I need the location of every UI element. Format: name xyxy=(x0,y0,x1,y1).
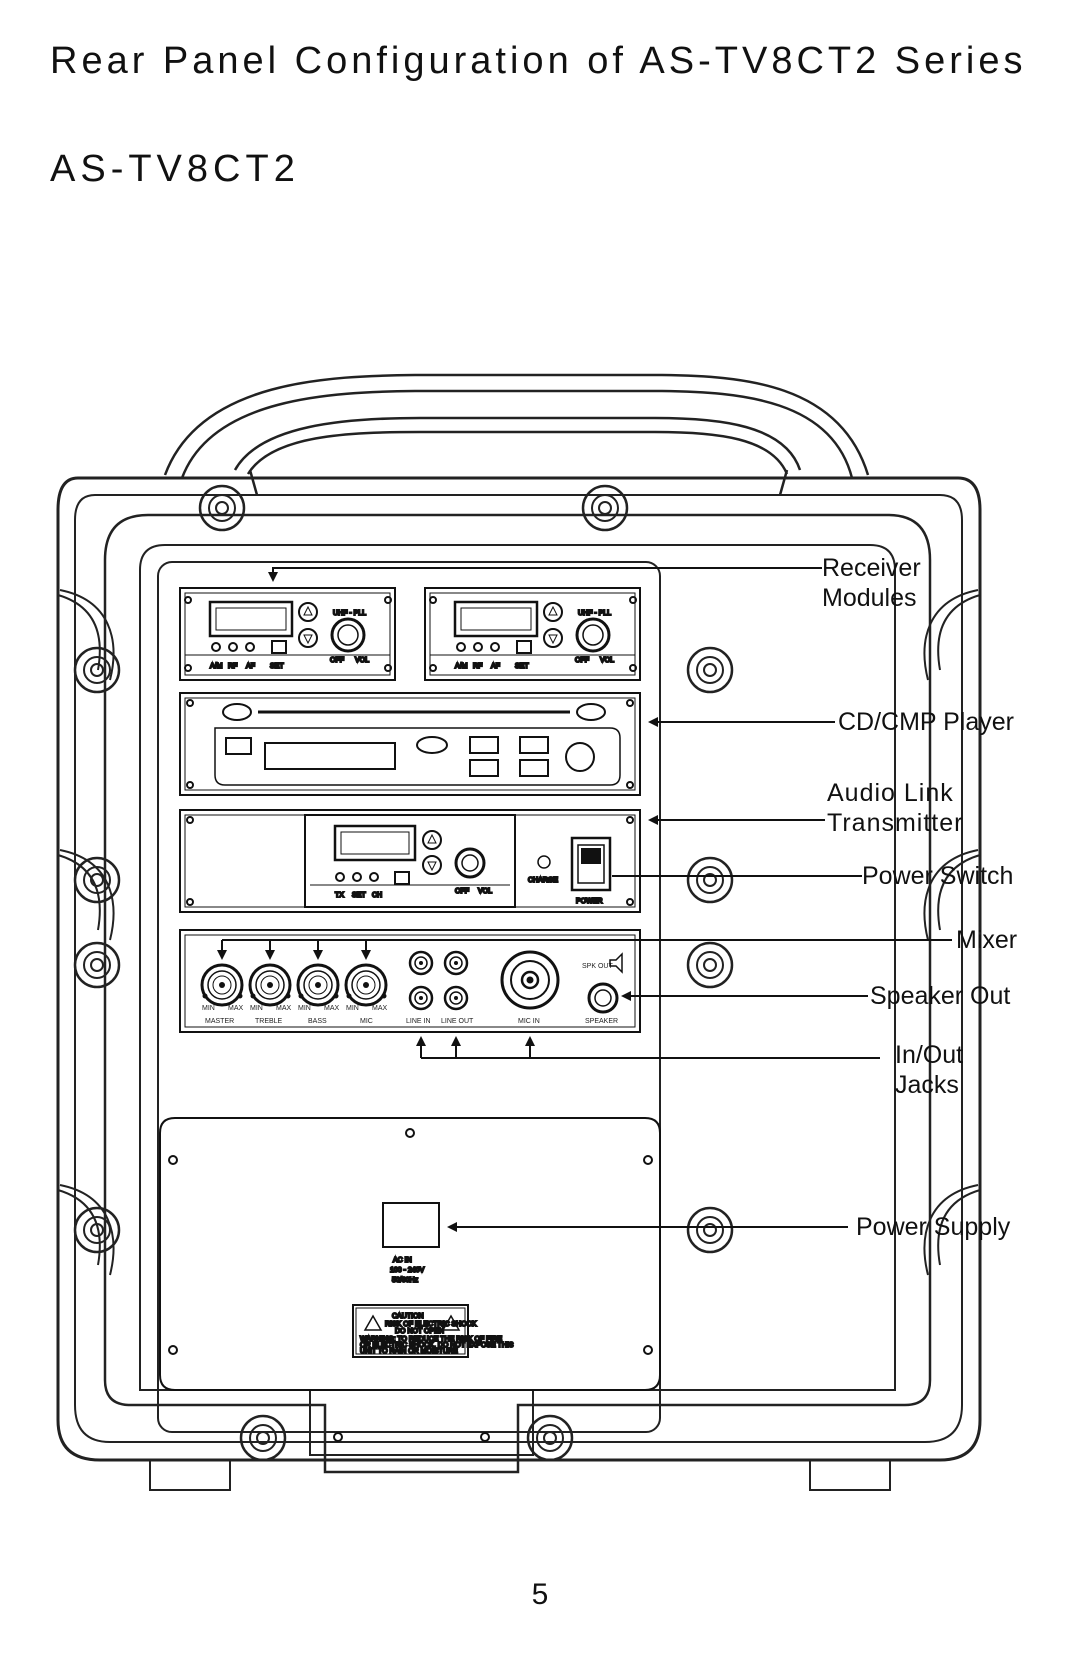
model-heading: AS-TV8CT2 xyxy=(50,148,300,190)
svg-text:LINE IN: LINE IN xyxy=(406,1018,431,1025)
svg-text:MIN: MIN xyxy=(202,1005,215,1012)
carry-handle xyxy=(163,373,870,496)
svg-text:OFF: OFF xyxy=(455,888,469,895)
mixer-module xyxy=(179,929,641,1033)
svg-text:RISK OF ELECTRIC SHOCK: RISK OF ELECTRIC SHOCK xyxy=(385,1321,477,1328)
callout-in-out-line1: In/Out xyxy=(895,1041,964,1069)
page-title: Rear Panel Configuration of AS-TV8CT2 Se… xyxy=(50,40,1027,82)
callout-speaker-out: Speaker Out xyxy=(870,982,1011,1010)
svg-text:RF: RF xyxy=(473,663,482,670)
svg-text:SET: SET xyxy=(352,892,366,899)
line-out-jack-2 xyxy=(443,985,469,1011)
line-in-jack-1 xyxy=(408,950,434,976)
svg-text:UHF - PLL: UHF - PLL xyxy=(333,610,366,617)
bass-knob xyxy=(296,963,340,1007)
treble-knob xyxy=(248,963,292,1007)
power-supply-panel: AC IN 100 - 240V 50/60Hz CAUTION RISK OF… xyxy=(159,1117,661,1442)
svg-text:SET: SET xyxy=(270,663,284,670)
mic-in-combo-jack xyxy=(500,950,560,1010)
callout-receiver-line2: Modules xyxy=(822,584,917,612)
svg-text:MIC IN: MIC IN xyxy=(518,1018,540,1025)
svg-text:AC IN: AC IN xyxy=(393,1257,412,1264)
line-out-jack-1 xyxy=(443,950,469,976)
ac-inlet[interactable] xyxy=(382,1202,440,1248)
svg-text:UNIT TO RAIN OR MOISTURE: UNIT TO RAIN OR MOISTURE xyxy=(360,1348,458,1355)
receiver-module-1: UHF - PLL A/M RF AF SET OFF VOL xyxy=(179,587,396,681)
svg-text:MIN: MIN xyxy=(298,1005,311,1012)
receiver-module-2: UHF - PLL A/M RF AF SET OFF VOL xyxy=(424,587,641,681)
svg-text:CHARGE: CHARGE xyxy=(528,877,558,884)
svg-text:AF: AF xyxy=(491,663,500,670)
transmitter-module: TX SET CH OFF VOL CHARGE POWER xyxy=(179,809,641,913)
cabinet-outline xyxy=(56,476,982,1491)
svg-text:LINE OUT: LINE OUT xyxy=(441,1018,474,1025)
svg-text:VOL: VOL xyxy=(478,888,492,895)
mixer-knobs: MIN MAX MIN MAX MIN MAX MIN MAX MASTER TREBL… xyxy=(200,963,388,1025)
callout-receiver-modules: Receiver Modules xyxy=(822,553,921,613)
callout-audio-link-line2: Transmitter xyxy=(827,809,964,837)
svg-text:CAUTION: CAUTION xyxy=(392,1313,424,1320)
page-number: 5 xyxy=(531,1578,549,1611)
svg-text:WARNING: TO REDUCE THE RISK OF: WARNING: TO REDUCE THE RISK OF FIRE xyxy=(360,1336,502,1343)
svg-text:A/M: A/M xyxy=(455,663,468,670)
svg-text:100 - 240V: 100 - 240V xyxy=(390,1267,425,1274)
svg-text:OFF: OFF xyxy=(330,657,344,664)
callout-audio-link-transmitter: Audio Link Transmitter xyxy=(827,778,963,838)
svg-text:MASTER: MASTER xyxy=(205,1018,234,1025)
svg-text:CH: CH xyxy=(372,892,382,899)
svg-text:AF: AF xyxy=(246,663,255,670)
svg-text:A/M: A/M xyxy=(210,663,223,670)
svg-text:POWER: POWER xyxy=(576,898,602,905)
svg-text:OFF: OFF xyxy=(575,657,589,664)
callout-power-supply: Power Supply xyxy=(856,1213,1011,1241)
svg-text:MAX: MAX xyxy=(276,1005,292,1012)
power-switch[interactable] xyxy=(570,836,612,892)
mic-knob xyxy=(344,963,388,1007)
svg-text:SPEAKER: SPEAKER xyxy=(585,1018,618,1025)
callout-power-switch: Power Switch xyxy=(862,862,1014,890)
svg-text:MIC: MIC xyxy=(360,1018,373,1025)
callout-in-out-line2: Jacks xyxy=(895,1071,959,1099)
svg-text:MAX: MAX xyxy=(228,1005,244,1012)
svg-text:DO NOT OPEN: DO NOT OPEN xyxy=(395,1328,444,1335)
svg-text:MIN: MIN xyxy=(346,1005,359,1012)
callout-mixer: Mixer xyxy=(956,926,1018,954)
speaker-out-jack xyxy=(587,982,619,1014)
svg-text:MAX: MAX xyxy=(324,1005,340,1012)
callout-in-out-jacks: In/Out Jacks xyxy=(895,1040,963,1100)
svg-text:OR ELECTRIC SHOCK, DO NOT EXPO: OR ELECTRIC SHOCK, DO NOT EXPOSE THIS xyxy=(360,1342,514,1349)
svg-text:TREBLE: TREBLE xyxy=(255,1018,283,1025)
svg-text:MAX: MAX xyxy=(372,1005,388,1012)
svg-text:BASS: BASS xyxy=(308,1018,327,1025)
caution-label xyxy=(352,1304,469,1358)
callout-cd-player: CD/CMP Player xyxy=(838,708,1014,736)
svg-text:SET: SET xyxy=(515,663,529,670)
svg-text:RF: RF xyxy=(228,663,237,670)
io-jacks: LINE IN LINE OUT MIC IN SPK OUT SPEAKER xyxy=(406,950,623,1025)
svg-text:VOL: VOL xyxy=(355,657,369,664)
master-knob xyxy=(200,963,244,1007)
line-in-jack-2 xyxy=(408,985,434,1011)
callout-receiver-line1: Receiver xyxy=(822,554,921,582)
cd-player-module xyxy=(179,692,641,796)
svg-text:SPK OUT: SPK OUT xyxy=(582,963,613,970)
callout-leaders xyxy=(217,567,952,1232)
svg-text:VOL: VOL xyxy=(600,657,614,664)
svg-text:TX: TX xyxy=(335,892,344,899)
callout-audio-link-line1: Audio Link xyxy=(827,779,954,807)
svg-text:MIN: MIN xyxy=(250,1005,263,1012)
svg-text:50/60Hz: 50/60Hz xyxy=(392,1277,419,1284)
svg-text:UHF - PLL: UHF - PLL xyxy=(578,610,611,617)
